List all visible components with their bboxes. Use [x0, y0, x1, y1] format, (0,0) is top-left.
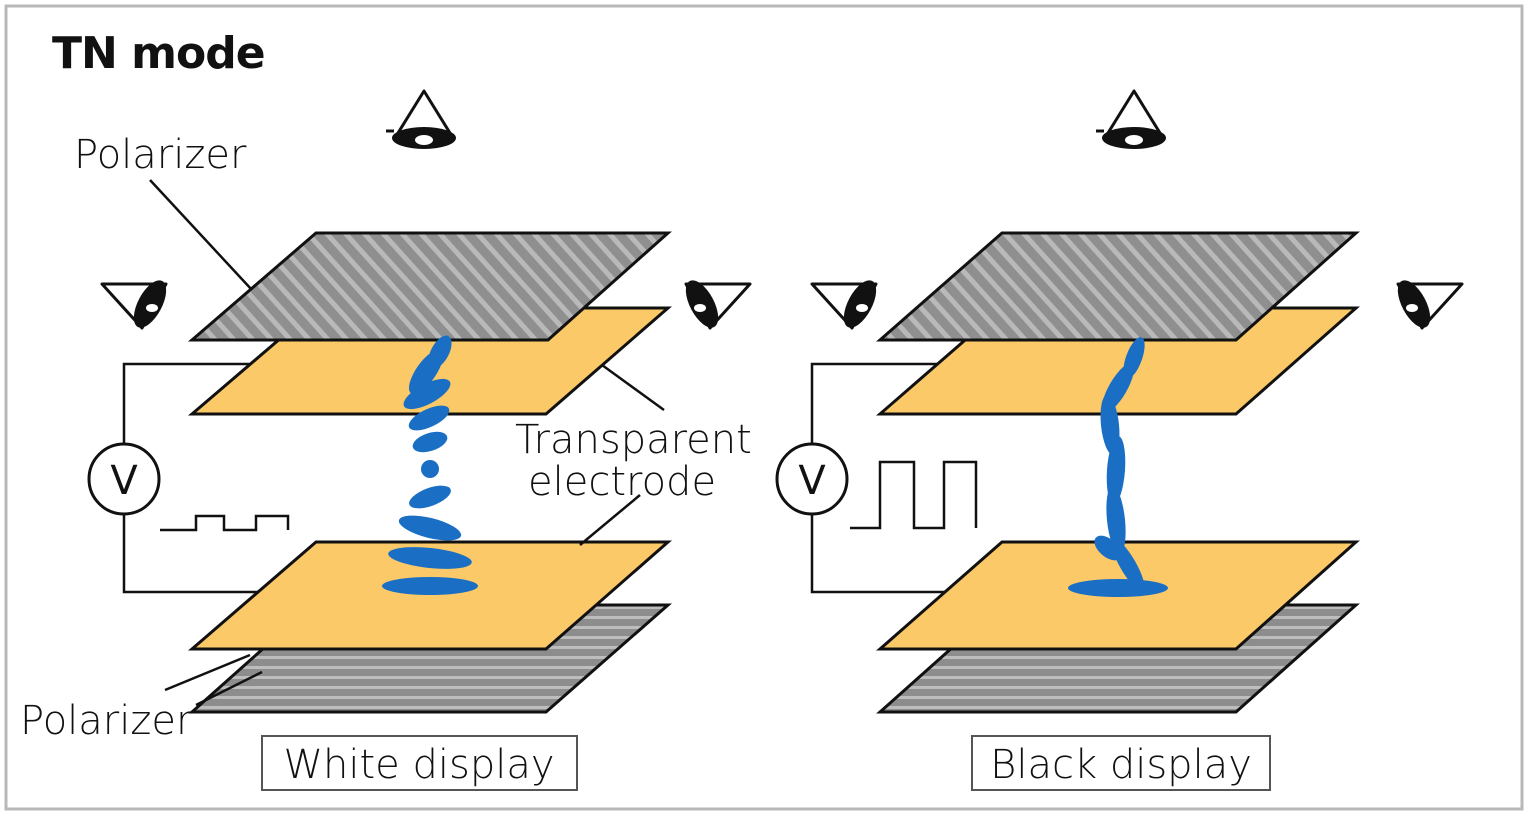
- voltmeter-label: V: [110, 458, 138, 504]
- polarizer-top-left: [187, 231, 672, 342]
- voltmeter-label: V: [798, 458, 826, 504]
- eye-icon-side-right: [684, 280, 752, 330]
- caption-box-black: [971, 735, 1271, 791]
- electrode-bottom-left: [187, 540, 672, 651]
- panel-white-display: V: [20, 89, 752, 791]
- label-polarizer-top: Polarizer: [74, 132, 247, 178]
- polarizer-top-right: [876, 231, 1360, 342]
- voltmeter-icon: V: [775, 442, 849, 516]
- eye-icon-side-left: [810, 280, 878, 330]
- liquid-crystal-aligned: [1068, 337, 1168, 597]
- voltmeter-icon: V: [87, 442, 161, 516]
- eye-icon-side-left: [100, 280, 168, 330]
- eye-icon-top-right: [1096, 89, 1166, 149]
- label-electrode-line2: electrode: [528, 459, 716, 505]
- caption-black-display: Black display: [990, 742, 1252, 788]
- label-polarizer-bottom: Polarizer: [20, 698, 193, 744]
- eye-icon-side-right: [1396, 280, 1464, 330]
- square-wave-icon: [850, 460, 978, 530]
- caption-box-white: [261, 735, 578, 791]
- panel-black-display: V: [775, 89, 1464, 791]
- liquid-crystal-twisted: [382, 335, 478, 595]
- eye-icon-top-left: [386, 89, 456, 149]
- label-electrode-line1: Transparent: [515, 417, 752, 463]
- caption-white-display: White display: [283, 742, 554, 788]
- square-wave-icon: [160, 514, 290, 532]
- diagram-title: TN mode: [52, 28, 265, 79]
